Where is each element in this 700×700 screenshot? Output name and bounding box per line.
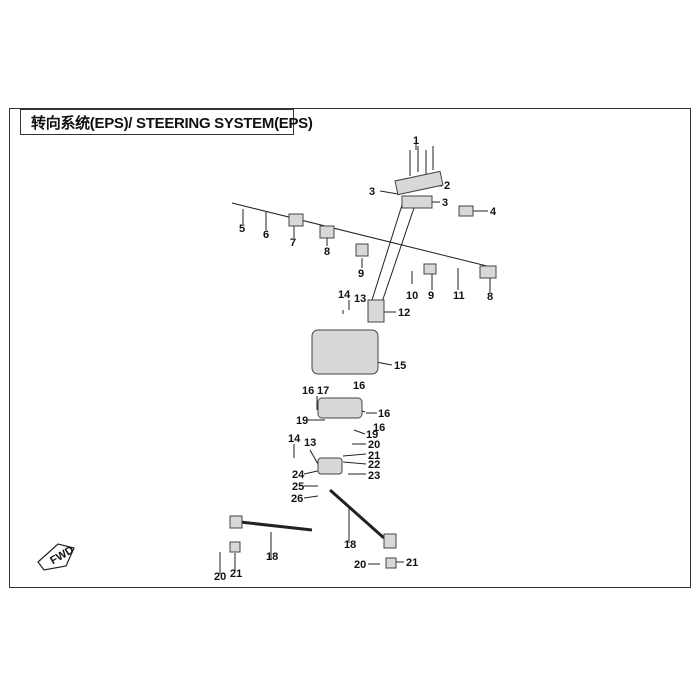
pitman-arm-23 <box>317 457 343 475</box>
callout-2: 2 <box>444 180 450 192</box>
callout-26: 26 <box>291 493 303 505</box>
callout-19: 19 <box>366 429 378 441</box>
title-box <box>20 109 294 135</box>
mount-bracket-17 <box>317 397 363 419</box>
callout-12: 12 <box>398 307 410 319</box>
callout-13: 13 <box>354 293 366 305</box>
universal-joint-12 <box>367 299 385 323</box>
bushing-clamp <box>401 195 433 209</box>
callout-3: 3 <box>442 197 448 209</box>
bushing-8-left <box>319 225 335 239</box>
bushing-8-right <box>479 265 497 279</box>
diagram-frame <box>9 108 691 588</box>
callout-9: 9 <box>428 290 434 302</box>
tie-rod-end-left <box>229 515 243 529</box>
bracket-7 <box>288 213 304 227</box>
callout-24: 24 <box>292 469 305 481</box>
callout-15: 15 <box>394 360 406 372</box>
callout-8: 8 <box>487 291 493 303</box>
callout-18: 18 <box>344 539 356 551</box>
callout-6: 6 <box>263 229 269 241</box>
callout-10: 10 <box>406 290 418 302</box>
callout-4: 4 <box>490 206 497 218</box>
callout-20: 20 <box>354 559 366 571</box>
callout-25: 25 <box>292 481 304 493</box>
callout-9: 9 <box>358 268 364 280</box>
callout-20: 20 <box>214 571 226 583</box>
callout-7: 7 <box>290 237 296 249</box>
callout-16: 16 <box>378 408 390 420</box>
leader-lines <box>219 140 496 574</box>
grommet <box>458 205 474 217</box>
callout-17: 17 <box>317 385 329 397</box>
nut-21-right <box>385 557 397 569</box>
callout-16: 16 <box>373 422 385 434</box>
tie-rod-end-right <box>383 533 397 549</box>
callout-5: 5 <box>239 223 245 235</box>
parts <box>229 170 497 569</box>
callout-1: 1 <box>413 135 419 147</box>
callout-20: 20 <box>368 439 380 451</box>
callout-labels: 1 2 3 3 4 5 6 7 8 8 9 9 10 11 12 13 13 1… <box>214 135 497 583</box>
fwd-arrow-icon <box>37 543 75 571</box>
callout-19: 19 <box>296 415 308 427</box>
callout-21: 21 <box>406 557 418 569</box>
block-9-left <box>355 243 369 257</box>
callout-18: 18 <box>266 551 278 563</box>
fwd-indicator: FWD <box>37 543 76 571</box>
eps-motor-unit-15 <box>311 329 379 375</box>
block-9-right <box>423 263 437 275</box>
callout-3: 3 <box>369 186 375 198</box>
callout-13: 13 <box>304 437 316 449</box>
callout-22: 22 <box>368 459 380 471</box>
nut-21-left <box>229 541 241 553</box>
callout-21: 21 <box>230 568 242 580</box>
callout-16: 16 <box>302 385 314 397</box>
callout-11: 11 <box>453 290 465 302</box>
callout-16: 16 <box>353 380 365 392</box>
callout-21: 21 <box>368 450 380 462</box>
page-title: 转向系统(EPS)/ STEERING SYSTEM(EPS) <box>31 115 313 132</box>
callout-14: 14 <box>288 433 301 445</box>
callout-14: 14 <box>338 289 351 301</box>
callout-8: 8 <box>324 246 330 258</box>
callout-23: 23 <box>368 470 380 482</box>
steering-column-top-bracket <box>394 170 444 196</box>
